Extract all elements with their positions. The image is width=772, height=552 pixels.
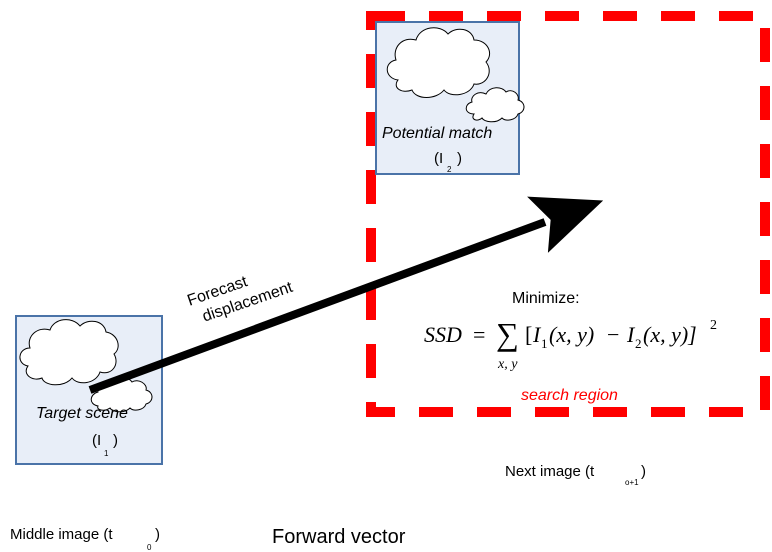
next-image-close: ) [641,463,646,480]
middle-image-label: Middle image (t 0 ) [10,526,160,552]
potential-match-image: Potential match (I 2 ) [375,21,525,175]
forecast-displacement-arrow [88,196,604,394]
search-region-border [366,11,770,417]
potential-match-subscript-close: ) [457,150,462,167]
search-region-label: search region [521,387,618,404]
formula-args2: (x, y)] [643,322,697,347]
middle-image-text: Middle image (t [10,526,113,543]
middle-image-subscript: 0 [147,543,152,552]
potential-match-subscript-index: 2 [447,165,452,174]
formula-sum-subscript: x, y [497,357,518,372]
target-scene-subscript-open: (I [92,432,101,449]
formula-equals: = [473,322,485,347]
potential-match-subscript-open: (I [434,150,443,167]
next-image-label: Next image (t o+1 ) [505,463,646,487]
formula-i1: I [532,322,542,347]
target-scene-subscript-close: ) [113,432,118,449]
formula-lhs: SSD [424,322,462,347]
formula-i1-subscript: 1 [541,336,548,351]
cloud-icon [465,87,525,123]
cloud-icon [19,319,119,386]
formula-bracket-open: [ [525,322,532,347]
target-scene-subscript-index: 1 [104,449,109,458]
formula-args1: (x, y) [549,322,594,347]
next-image-subscript: o+1 [625,478,639,487]
formula-sum: ∑ [496,316,519,352]
next-image-text: Next image (t [505,463,595,480]
formula-minus: − [607,322,619,347]
formula-i2: I [626,322,636,347]
formula-i2-subscript: 2 [635,336,642,351]
ssd-formula: Minimize: SSD = ∑ x, y [ I 1 (x, y) − I … [424,290,717,372]
target-scene-image: Target scene (I 1 ) [15,315,163,465]
minimize-heading: Minimize: [512,290,580,307]
potential-match-title: Potential match [382,125,492,142]
middle-image-close: ) [155,526,160,543]
formula-power: 2 [710,318,717,333]
forward-vector-caption: Forward vector [272,526,406,548]
target-scene-title: Target scene [36,405,128,422]
cloud-icon [386,27,490,98]
